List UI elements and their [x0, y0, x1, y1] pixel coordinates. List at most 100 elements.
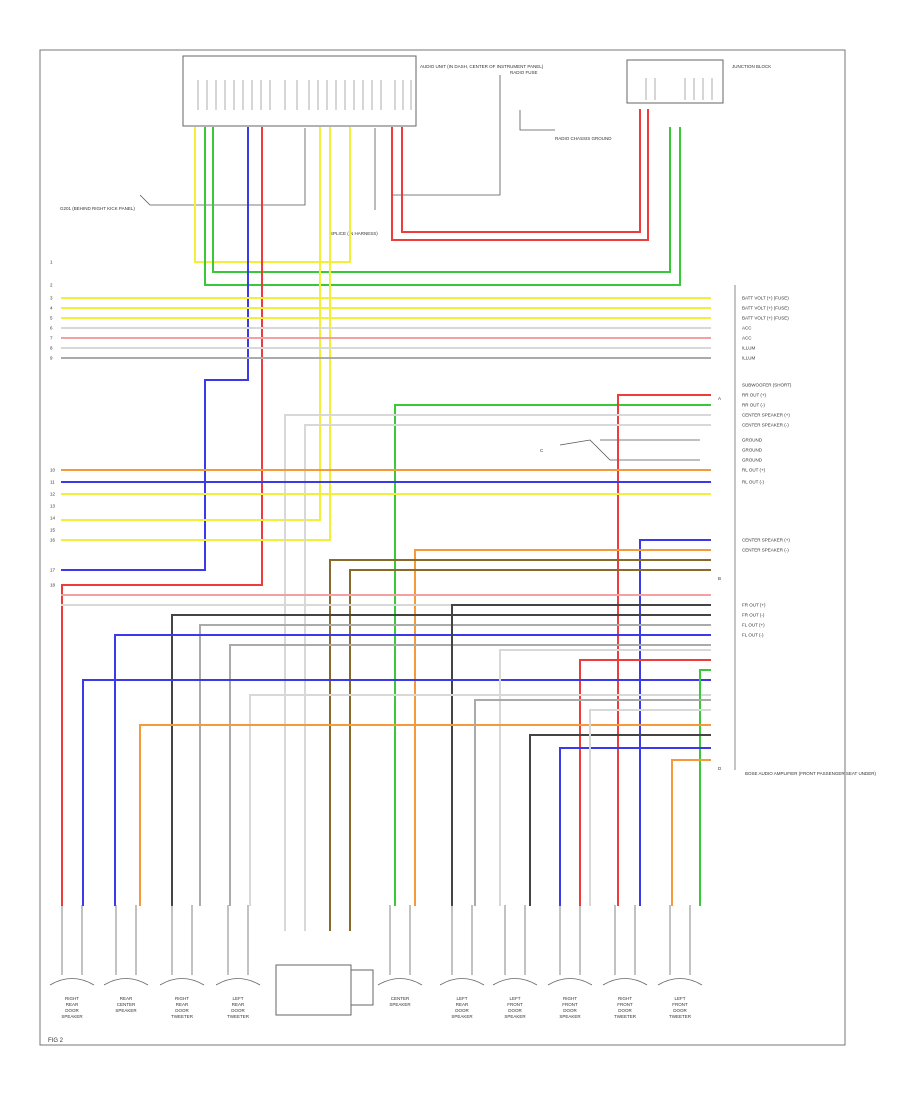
speaker-label: REAR	[232, 1002, 245, 1007]
left-pin-label: 16	[50, 538, 56, 543]
left-pin-label: 7	[50, 336, 53, 341]
amp-pin-label: FL OUT (+)	[742, 623, 765, 628]
speaker-symbol	[439, 978, 485, 986]
amp-pin-label: BATT VOLT (+) (FUSE)	[742, 296, 789, 301]
speaker-symbol	[103, 978, 149, 986]
speaker-label: LEFT	[674, 996, 685, 1001]
speaker-symbol	[215, 978, 261, 986]
connector-c-wire	[559, 439, 700, 461]
amp-pin-label: CENTER SPEAKER (-)	[742, 548, 789, 553]
amp-pin-labels: BATT VOLT (+) (FUSE) BATT VOLT (+) (FUSE)…	[742, 296, 792, 638]
speaker-label: LEFT	[232, 996, 243, 1001]
speaker-label: LEFT	[456, 996, 467, 1001]
wire-yellow	[61, 127, 331, 541]
wire-blue	[114, 634, 711, 906]
speaker-label: REAR	[120, 996, 133, 1001]
wire-brown	[329, 559, 711, 931]
speaker-label: LEFT	[509, 996, 520, 1001]
audio-unit-box	[182, 55, 417, 127]
left-pin-label: 17	[50, 568, 56, 573]
wire-yellow	[61, 127, 321, 521]
left-pin-label: 18	[50, 583, 56, 588]
audio-unit-pins	[197, 78, 713, 110]
left-pin-label: 12	[50, 492, 56, 497]
amp-pin-label: BATT VOLT (+) (FUSE)	[742, 316, 789, 321]
wire-red	[61, 127, 263, 906]
wire-yellow	[194, 127, 351, 263]
speaker-label: DOOR	[563, 1008, 577, 1013]
speaker-symbol	[159, 978, 205, 986]
amp-pin-label: CENTER SPEAKER (+)	[742, 538, 790, 543]
wire-green	[212, 127, 671, 273]
wire-lightgray	[499, 649, 711, 906]
left-pin-label: 1	[50, 260, 53, 265]
speaker-label: SPEAKER	[115, 1008, 137, 1013]
speaker-label: TWEETER	[171, 1014, 194, 1019]
connector-b-label: B	[718, 576, 721, 581]
speaker-label: CENTER	[391, 996, 410, 1001]
connector-a-label: A	[718, 396, 721, 401]
speaker-label: SPEAKER	[61, 1014, 83, 1019]
wire-red	[401, 109, 641, 233]
amp-pin-label: ILLUM	[742, 346, 756, 351]
speaker-row: RIGHTREARDOORSPEAKERREARCENTERSPEAKERRIG…	[49, 905, 703, 1019]
speaker-label: DOOR	[175, 1008, 189, 1013]
amp-pin-label: FL OUT (-)	[742, 633, 764, 638]
junction-block-box	[626, 59, 724, 104]
speaker-label: DOOR	[65, 1008, 79, 1013]
wire-black	[529, 734, 711, 906]
center-speaker-connector	[350, 969, 374, 1006]
wire-blue	[61, 127, 249, 571]
wire-orange	[139, 724, 711, 906]
wire-lightgray	[284, 414, 711, 931]
speaker-label: REAR	[456, 1002, 469, 1007]
amp-pin-label: RL OUT (+)	[742, 468, 766, 473]
amp-pin-label: GROUND	[742, 448, 763, 453]
speaker-label: DOOR	[231, 1008, 245, 1013]
speaker-label: RIGHT	[65, 996, 79, 1001]
connector-d-label: D	[718, 766, 722, 771]
wire-black	[171, 614, 711, 906]
speaker-label: DOOR	[673, 1008, 687, 1013]
wire-red	[579, 659, 711, 906]
left-pin-label: 11	[50, 480, 55, 485]
wire-brown	[349, 569, 711, 931]
speaker-label: SPEAKER	[451, 1014, 473, 1019]
speaker-label: FRONT	[672, 1002, 688, 1007]
speaker-label: TWEETER	[614, 1014, 637, 1019]
left-pin-label: 13	[50, 504, 56, 509]
wire-lightgray	[249, 694, 711, 906]
speaker-symbol	[49, 978, 95, 986]
wire-lightgray	[304, 424, 711, 931]
amp-pin-label: SUBWOOFER (SHORT)	[742, 383, 792, 388]
amp-pin-label: GROUND	[742, 438, 763, 443]
amp-pin-label: ILLUM	[742, 356, 756, 361]
amp-pin-label: FR OUT (-)	[742, 613, 765, 618]
wire-blue	[559, 747, 711, 906]
ground-wire	[139, 128, 306, 206]
wire-gray	[199, 624, 711, 906]
left-pin-label: 15	[50, 528, 56, 533]
wire-gray	[474, 699, 711, 906]
ground-label: G201 (BEHIND RIGHT KICK PANEL)	[60, 206, 135, 211]
wire-lightgray	[589, 709, 711, 906]
speaker-label: DOOR	[618, 1008, 632, 1013]
speaker-label: REAR	[66, 1002, 79, 1007]
amp-pin-label: BATT VOLT (+) (FUSE)	[742, 306, 789, 311]
left-pin-label: 2	[50, 283, 53, 288]
speaker-label: SPEAKER	[389, 1002, 411, 1007]
speaker-label: FRONT	[507, 1002, 523, 1007]
amp-pin-label: FR OUT (+)	[742, 603, 766, 608]
wire-green	[699, 669, 711, 906]
left-pin-label: 5	[50, 316, 53, 321]
wire-green	[204, 127, 681, 286]
chassis-wire	[519, 110, 555, 131]
speaker-label: RIGHT	[563, 996, 577, 1001]
speaker-label: TWEETER	[669, 1014, 692, 1019]
speaker-label: CENTER	[117, 1002, 136, 1007]
left-pin-label: 3	[50, 296, 53, 301]
wire-orange	[414, 549, 711, 906]
speaker-label: SPEAKER	[504, 1014, 526, 1019]
